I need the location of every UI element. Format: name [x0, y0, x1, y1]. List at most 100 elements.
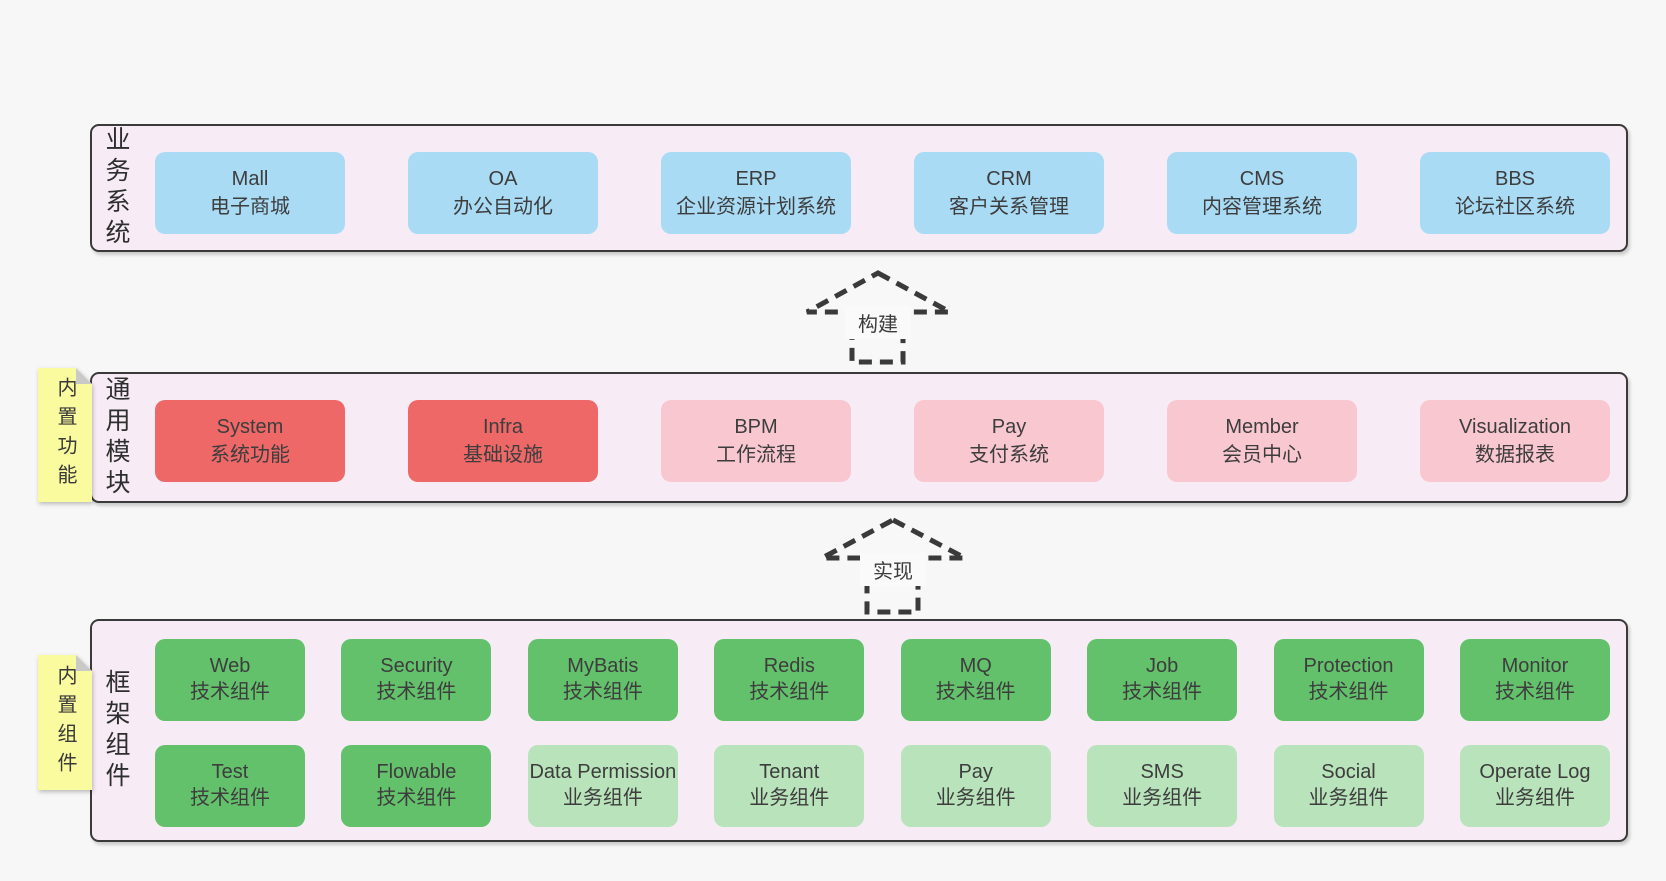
box-subtitle: 业务组件: [1494, 787, 1575, 809]
box-subtitle: 技术组件: [749, 681, 830, 703]
box-title: Data Permission: [529, 761, 677, 784]
box-protection: Protection 技术组件: [1273, 639, 1424, 721]
box-title: BBS: [1494, 168, 1536, 190]
box-subtitle: 技术组件: [1122, 681, 1203, 703]
box-subtitle: 办公自动化: [453, 196, 553, 218]
box-title: MyBatis: [567, 655, 639, 678]
box-tenant: Tenant 业务组件: [714, 745, 865, 827]
sticky-paper: 内置功能: [38, 368, 92, 502]
box-title: Social: [1321, 761, 1376, 784]
box-title: Flowable: [376, 761, 457, 784]
box-title: Job: [1145, 655, 1179, 678]
box-subtitle: 内容管理系统: [1202, 196, 1322, 218]
build-arrow-label: 构建: [845, 306, 911, 339]
box-pay: Pay 支付系统: [914, 400, 1104, 482]
box-subtitle: 业务组件: [749, 787, 830, 809]
box-subtitle: 技术组件: [376, 787, 457, 809]
box-subtitle: 论坛社区系统: [1455, 196, 1575, 218]
box-subtitle: 系统功能: [210, 444, 290, 466]
box-data-permission: Data Permission 业务组件: [527, 745, 678, 827]
box-title: BPM: [734, 416, 778, 438]
box-subtitle: 技术组件: [1308, 681, 1389, 703]
sticky-note-builtin-features: 内置功能: [38, 368, 92, 502]
business-systems-label: 业务系统: [102, 126, 130, 250]
box-subtitle: 电子商城: [210, 196, 290, 218]
box-subtitle: 技术组件: [190, 787, 270, 809]
box-subtitle: 技术组件: [376, 681, 457, 703]
box-title: MQ: [959, 655, 992, 678]
box-visualization: Visualization 数据报表: [1420, 400, 1610, 482]
box-subtitle: 客户关系管理: [949, 196, 1069, 218]
box-title: Tenant: [759, 761, 820, 784]
box-subtitle: 技术组件: [190, 681, 270, 703]
sticky-note-builtin-components: 内置组件: [38, 655, 92, 790]
box-subtitle: 业务组件: [935, 787, 1016, 809]
box-flowable: Flowable 技术组件: [341, 745, 492, 827]
box-member: Member 会员中心: [1167, 400, 1357, 482]
box-erp: ERP 企业资源计划系统: [661, 152, 851, 234]
box-title: OA: [488, 168, 518, 190]
box-mybatis: MyBatis 技术组件: [527, 639, 678, 721]
box-title: Redis: [763, 655, 815, 678]
sticky-paper: 内置组件: [38, 655, 92, 790]
box-mq: MQ 技术组件: [900, 639, 1051, 721]
box-title: SMS: [1140, 761, 1184, 784]
box-mall: Mall 电子商城: [155, 152, 345, 234]
box-title: Test: [211, 761, 249, 784]
box-title: System: [216, 416, 284, 438]
box-bbs: BBS 论坛社区系统: [1420, 152, 1610, 234]
box-title: Web: [209, 655, 251, 678]
box-title: Infra: [482, 416, 524, 438]
box-subtitle: 数据报表: [1475, 444, 1555, 466]
box-title: CRM: [986, 168, 1032, 190]
common-modules-label: 通用模块: [102, 375, 130, 500]
box-title: Operate Log: [1479, 761, 1591, 784]
box-subtitle: 基础设施: [463, 444, 543, 466]
box-title: Visualization: [1459, 416, 1571, 438]
box-oa: OA 办公自动化: [408, 152, 598, 234]
box-title: Mall: [231, 168, 269, 190]
box-title: Pay: [958, 761, 993, 784]
box-pay: Pay 业务组件: [900, 745, 1051, 827]
box-subtitle: 业务组件: [562, 787, 643, 809]
box-subtitle: 支付系统: [969, 444, 1049, 466]
box-subtitle: 技术组件: [1494, 681, 1575, 703]
box-title: Security: [380, 655, 453, 678]
box-crm: CRM 客户关系管理: [914, 152, 1104, 234]
box-monitor: Monitor 技术组件: [1459, 639, 1610, 721]
box-subtitle: 工作流程: [716, 444, 796, 466]
box-security: Security 技术组件: [341, 639, 492, 721]
box-redis: Redis 技术组件: [714, 639, 865, 721]
folded-corner-icon: [76, 368, 92, 384]
box-test: Test 技术组件: [155, 745, 305, 827]
box-title: Protection: [1303, 655, 1394, 678]
folded-corner-icon: [76, 655, 92, 671]
box-social: Social 业务组件: [1273, 745, 1424, 827]
sticky-note-label: 内置组件: [54, 664, 76, 781]
box-title: CMS: [1239, 168, 1285, 190]
box-subtitle: 业务组件: [1308, 787, 1389, 809]
box-subtitle: 技术组件: [562, 681, 643, 703]
common-modules-container: 通用模块 System 系统功能 Infra 基础设施 BPM 工作流程 Pay 支付系统 Me…: [90, 372, 1628, 503]
box-subtitle: 企业资源计划系统: [676, 196, 836, 218]
sticky-note-label: 内置功能: [54, 377, 76, 493]
box-title: Member: [1225, 416, 1299, 438]
box-title: Pay: [991, 416, 1027, 438]
business-systems-row: Mall 电子商城 OA 办公自动化 ERP 企业资源计划系统 CRM 客户关系管理 CMS 内容…: [155, 152, 1610, 234]
box-subtitle: 技术组件: [935, 681, 1016, 703]
implement-arrow-label: 实现: [860, 553, 926, 586]
box-title: Monitor: [1501, 655, 1569, 678]
box-cms: CMS 内容管理系统: [1167, 152, 1357, 234]
box-infra: Infra 基础设施: [408, 400, 598, 482]
box-subtitle: 会员中心: [1222, 444, 1302, 466]
box-bpm: BPM 工作流程: [661, 400, 851, 482]
box-title: ERP: [735, 168, 777, 190]
box-web: Web 技术组件: [155, 639, 305, 721]
business-systems-container: 业务系统 Mall 电子商城 OA 办公自动化 ERP 企业资源计划系统 CRM 客户关系管理…: [90, 124, 1628, 252]
box-system: System 系统功能: [155, 400, 345, 482]
